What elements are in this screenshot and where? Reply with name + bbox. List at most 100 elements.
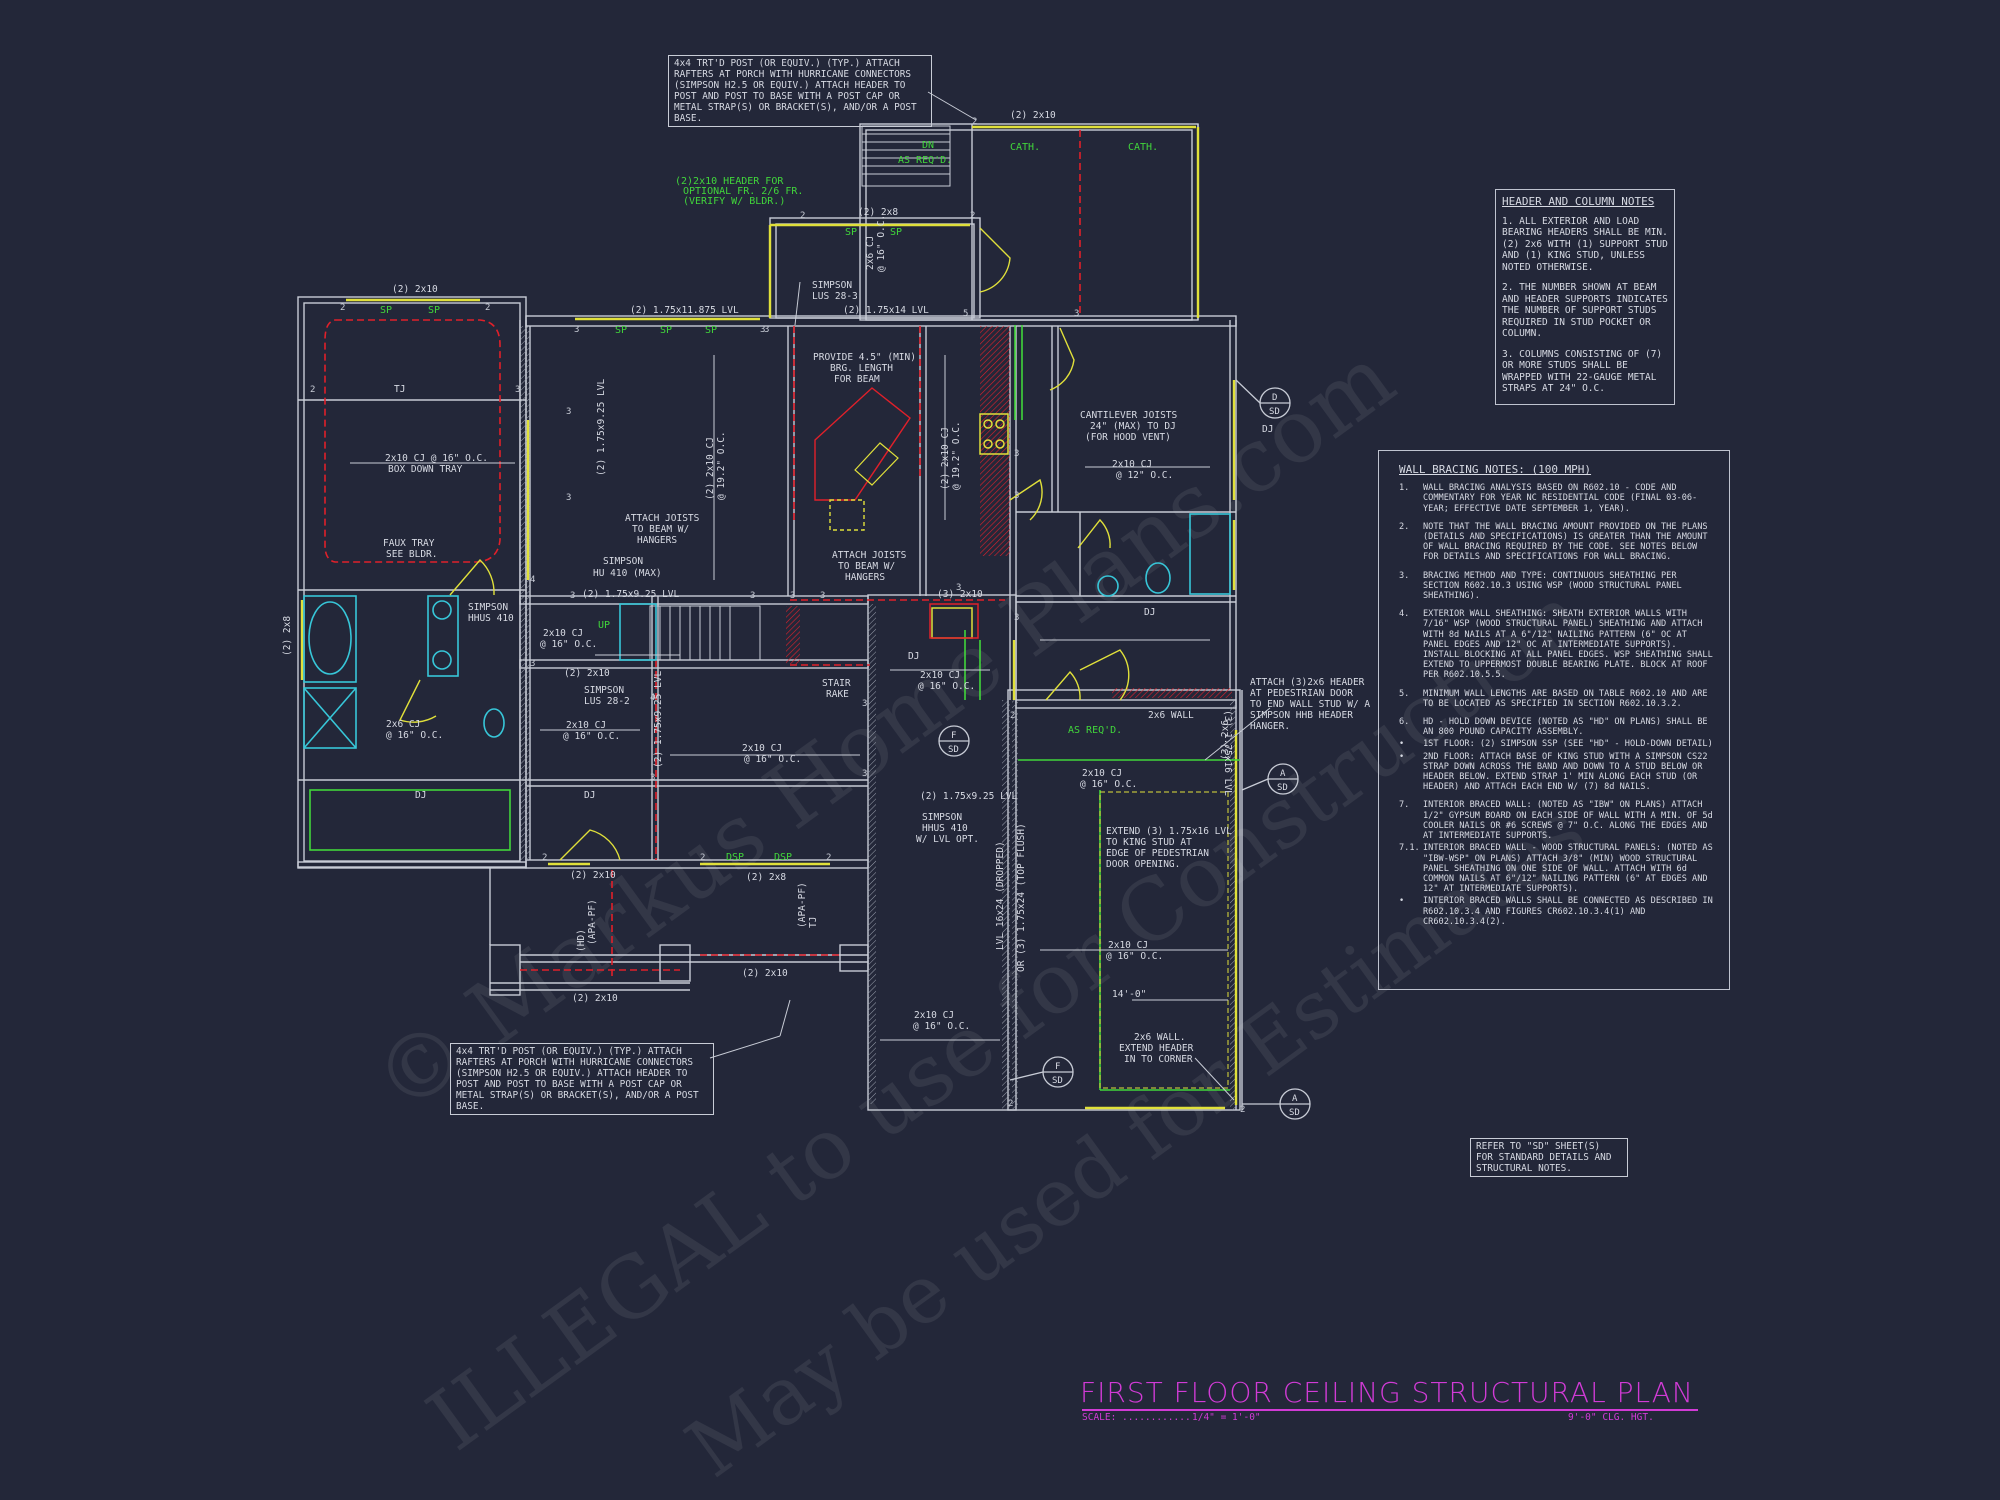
svg-text:2: 2: [310, 385, 315, 395]
bracing-note-3: 3.BRACING METHOD AND TYPE: CONTINUOUS SH…: [1399, 570, 1682, 602]
svg-text:@ 16" O.C.: @ 16" O.C.: [913, 1021, 970, 1032]
svg-text:2x10 CJ: 2x10 CJ: [1082, 768, 1122, 779]
svg-text:HANGERS: HANGERS: [845, 572, 885, 583]
svg-text:TO END WALL STUD W/ A: TO END WALL STUD W/ A: [1250, 699, 1370, 710]
svg-text:SP: SP: [615, 325, 627, 336]
svg-text:3: 3: [530, 659, 535, 669]
svg-text:3: 3: [760, 325, 765, 335]
svg-text:F: F: [1055, 1062, 1060, 1072]
svg-text:3: 3: [1014, 449, 1019, 459]
svg-text:DSP: DSP: [726, 852, 744, 863]
svg-text:3: 3: [1014, 613, 1019, 623]
bracing-note-7-2: •INTERIOR BRACED WALLS SHALL BE CONNECTE…: [1399, 896, 1713, 927]
svg-text:3: 3: [790, 591, 795, 601]
svg-text:BOX DOWN TRAY: BOX DOWN TRAY: [388, 464, 463, 475]
svg-text:3: 3: [750, 591, 755, 601]
svg-text:DJ: DJ: [908, 651, 919, 662]
bracing-note-6a: •1ST FLOOR: (2) SIMPSON SSP (SEE "HD" - …: [1399, 739, 1713, 750]
svg-text:5: 5: [963, 309, 968, 319]
bracing-note-2: 2.NOTE THAT THE WALL BRACING AMOUNT PROV…: [1399, 521, 1708, 563]
svg-text:OPTIONAL FR. 2/6 FR.: OPTIONAL FR. 2/6 FR.: [683, 186, 803, 197]
svg-text:SD: SD: [1052, 1076, 1063, 1086]
svg-text:DJ: DJ: [1262, 424, 1273, 435]
header-notes-heading: HEADER AND COLUMN NOTES: [1502, 195, 1655, 208]
svg-text:SIMPSON: SIMPSON: [812, 280, 852, 291]
svg-text:2x6 CJ: 2x6 CJ: [386, 719, 420, 730]
svg-text:2x10 CJ @ 16" O.C.: 2x10 CJ @ 16" O.C.: [385, 453, 488, 464]
svg-text:2x6 WALL.: 2x6 WALL.: [1134, 1032, 1185, 1043]
svg-text:3: 3: [574, 325, 579, 335]
svg-text:3: 3: [862, 769, 867, 779]
svg-text:TO BEAM W/: TO BEAM W/: [632, 524, 689, 535]
svg-text:@ 19.2" O.C.: @ 19.2" O.C.: [951, 421, 962, 490]
svg-text:SP: SP: [845, 227, 857, 238]
svg-text:DOOR OPENING.: DOOR OPENING.: [1106, 859, 1180, 870]
svg-text:SP: SP: [380, 305, 392, 316]
header-note-3: 3. COLUMNS CONSISTING OF (7) OR MORE STU…: [1502, 348, 1663, 395]
svg-text:2x10 CJ: 2x10 CJ: [1112, 459, 1152, 470]
svg-text:DJ: DJ: [415, 790, 426, 801]
svg-text:2: 2: [800, 211, 805, 221]
svg-text:@ 16" O.C.: @ 16" O.C.: [563, 731, 620, 742]
svg-text:2x10 CJ: 2x10 CJ: [566, 720, 606, 731]
svg-text:AT PEDESTRIAN DOOR: AT PEDESTRIAN DOOR: [1250, 688, 1353, 699]
svg-text:(2) 2x10: (2) 2x10: [1010, 110, 1056, 121]
svg-text:SD: SD: [1269, 407, 1280, 417]
svg-text:AS REQ'D.: AS REQ'D.: [1068, 725, 1122, 736]
svg-text:SP: SP: [660, 325, 672, 336]
svg-text:@ 16" O.C.: @ 16" O.C.: [386, 730, 443, 741]
svg-text:@ 16" O.C.: @ 16" O.C.: [1106, 951, 1163, 962]
svg-text:2x6 WALL: 2x6 WALL: [1148, 710, 1194, 721]
svg-text:3: 3: [1074, 309, 1079, 319]
svg-text:2: 2: [542, 853, 547, 863]
structural-labels: (2) 2x10 (2) 2x10 (2) 2x8 (2) 1.75x11.87…: [383, 110, 1370, 1065]
post-callout-bottom: 4x4 TRT'D POST (OR EQUIV.) (TYP.) ATTACH…: [450, 1043, 714, 1115]
svg-text:2: 2: [700, 853, 705, 863]
wall-bracing-notes: WALL BRACING NOTES: (100 MPH) 1.WALL BRA…: [1378, 450, 1730, 990]
svg-text:OR (3) 1.75x24 (TOP FLUSH): OR (3) 1.75x24 (TOP FLUSH): [1016, 823, 1027, 972]
svg-text:(HD): (HD): [576, 929, 587, 952]
svg-text:@ 16" O.C.: @ 16" O.C.: [1080, 779, 1137, 790]
svg-text:2x10 CJ: 2x10 CJ: [742, 743, 782, 754]
svg-text:3: 3: [566, 493, 571, 503]
svg-text:DJ: DJ: [1144, 607, 1155, 618]
svg-text:LUS 28-3: LUS 28-3: [812, 291, 858, 302]
svg-text:(2) 2x8: (2) 2x8: [858, 207, 898, 218]
svg-text:(2) 1.75x11.875 LVL: (2) 1.75x11.875 LVL: [630, 305, 739, 316]
leader-lines: [709, 91, 1271, 1101]
svg-text:SIMPSON: SIMPSON: [584, 685, 624, 696]
bath-fixtures: [303, 513, 1231, 749]
svg-text:3: 3: [764, 325, 769, 335]
svg-text:HANGER.: HANGER.: [1250, 721, 1290, 732]
svg-text:3: 3: [956, 583, 961, 593]
svg-text:CATH.: CATH.: [1010, 142, 1040, 153]
stairs: [649, 125, 951, 661]
svg-text:3: 3: [1014, 491, 1019, 501]
svg-text:FAUX TRAY: FAUX TRAY: [383, 538, 435, 549]
svg-text:4: 4: [650, 693, 655, 703]
svg-text:SP: SP: [428, 305, 440, 316]
svg-text:F: F: [951, 731, 956, 741]
header-note-2: 2. THE NUMBER SHOWN AT BEAM AND HEADER S…: [1502, 282, 1668, 339]
svg-text:(2) 1.75x9.25 LVL: (2) 1.75x9.25 LVL: [920, 791, 1018, 802]
svg-text:AS REQ'D.: AS REQ'D.: [898, 155, 952, 166]
scale-label: SCALE: ............: [1082, 1412, 1191, 1423]
svg-text:HHUS 410: HHUS 410: [922, 823, 968, 834]
svg-text:DN: DN: [922, 140, 934, 151]
svg-text:RAKE: RAKE: [826, 689, 849, 700]
svg-text:TJ: TJ: [808, 917, 819, 928]
refer-sd-note: REFER TO "SD" SHEET(S) FOR STANDARD DETA…: [1470, 1138, 1628, 1177]
kitchen-island: [814, 387, 911, 501]
kitchen-range: [929, 413, 1009, 639]
svg-text:3: 3: [862, 699, 867, 709]
svg-text:SIMPSON: SIMPSON: [922, 812, 962, 823]
svg-text:3: 3: [820, 591, 825, 601]
svg-text:SP: SP: [890, 227, 902, 238]
header-column-notes: HEADER AND COLUMN NOTES 1. ALL EXTERIOR …: [1495, 189, 1675, 405]
svg-text:LVL 16x24 (DROPPED): LVL 16x24 (DROPPED): [995, 841, 1006, 950]
svg-text:4: 4: [530, 575, 535, 585]
rotated-labels: (3) 1.75x16 LVL (3) 2x6 (2) 2x8 (2) 2x10…: [282, 215, 1233, 972]
svg-text:D: D: [1272, 393, 1277, 403]
scale-value: 1/4" = 1'-0": [1192, 1412, 1261, 1423]
